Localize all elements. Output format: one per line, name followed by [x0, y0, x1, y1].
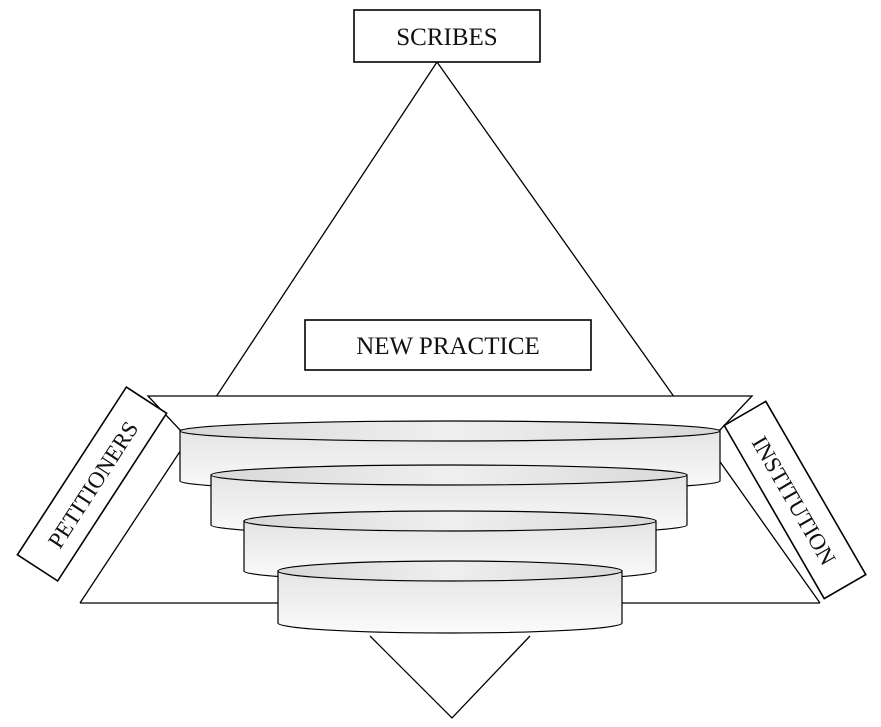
layer-disc-side — [277, 570, 623, 634]
layer-disc-top — [277, 560, 623, 582]
layer-disc-top — [210, 464, 688, 486]
institution-box: INSTITUTION — [723, 400, 867, 600]
petitioners-box: PETITIONERS — [16, 385, 168, 583]
triangle-left-edge — [79, 61, 438, 604]
new-practice-box: NEW PRACTICE — [304, 319, 592, 371]
new-practice-label: NEW PRACTICE — [356, 333, 540, 360]
layer-disc-top — [243, 510, 657, 532]
layer-disc-top — [179, 420, 721, 442]
scribes-box: SCRIBES — [353, 9, 541, 63]
triangle-right-edge — [436, 61, 821, 604]
bottom-point — [369, 635, 531, 719]
layer-disc-4 — [277, 560, 623, 634]
funnel-shape — [146, 395, 754, 431]
layer-stack — [179, 420, 721, 634]
scribes-label: SCRIBES — [396, 24, 497, 51]
